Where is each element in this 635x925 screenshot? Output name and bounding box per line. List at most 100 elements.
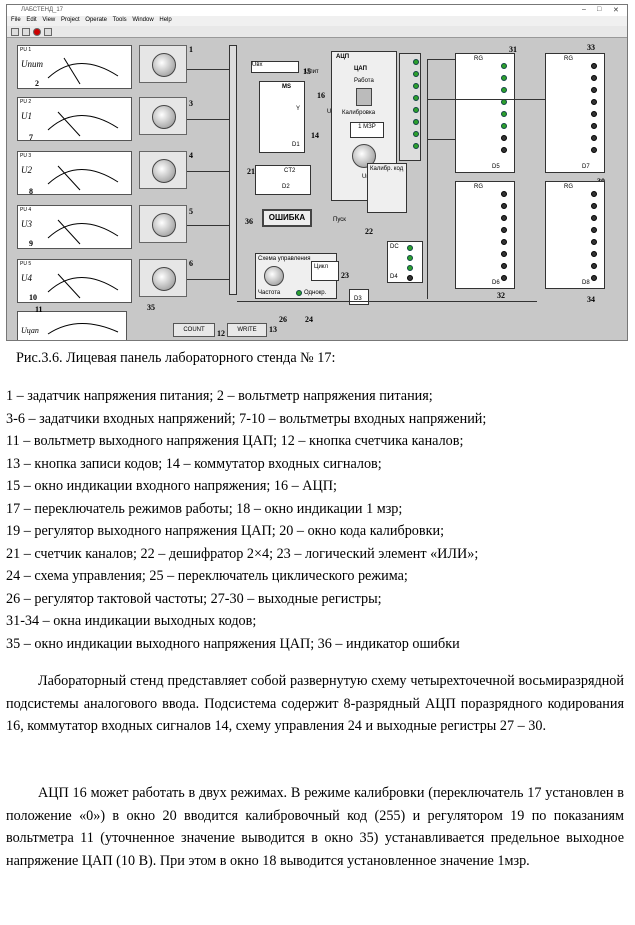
- clock-frequency-knob[interactable]: [264, 266, 284, 286]
- callout: 23: [341, 271, 349, 280]
- led-off-icon: [591, 123, 597, 129]
- input-voltage-knob-1[interactable]: [139, 97, 187, 135]
- rg-label: RG: [474, 56, 483, 62]
- menu-edit[interactable]: Edit: [26, 17, 37, 23]
- callout: 22: [365, 227, 373, 236]
- led-off-icon: [501, 239, 507, 245]
- dac-voltmeter: Uцап: [17, 311, 127, 340]
- callout: 9: [29, 239, 33, 248]
- led-icon: [407, 245, 413, 251]
- legend-line: 31-34 – окна индикации выходных кодов;: [6, 613, 257, 629]
- mode-switch[interactable]: [356, 88, 372, 106]
- write-button[interactable]: WRITE: [227, 323, 267, 337]
- output-register-d8: RG D8: [545, 181, 605, 289]
- callout: 34: [587, 295, 595, 304]
- input-voltage-knob-2[interactable]: [139, 151, 187, 189]
- wire: [427, 59, 428, 299]
- callout: 35: [147, 303, 155, 312]
- window-title: ЛАБСТЕНД_17: [21, 7, 64, 13]
- output-register-d6: RG D6: [455, 181, 515, 289]
- input-voltage-knob-4[interactable]: [139, 259, 187, 297]
- mode-work-label: Работа: [354, 78, 374, 84]
- callout: 4: [189, 151, 193, 160]
- menu-tools[interactable]: Tools: [112, 17, 127, 23]
- pause-icon[interactable]: [44, 28, 52, 36]
- led-icon: [413, 131, 419, 137]
- led-icon: [501, 63, 507, 69]
- callout: 31: [509, 45, 517, 54]
- front-panel: PU 1 Uпит PU 2 U1 PU 3 U2 PU 4 U3 PU 5 U…: [7, 39, 627, 340]
- d5-label: D5: [492, 164, 500, 170]
- knob-dial-icon[interactable]: [152, 105, 176, 129]
- cycle-switch[interactable]: Цикл: [311, 261, 339, 281]
- callout: 33: [587, 43, 595, 52]
- led-off-icon: [591, 75, 597, 81]
- d7-label: D7: [582, 164, 590, 170]
- knob-dial-icon[interactable]: [152, 159, 176, 183]
- knob-dial-icon[interactable]: [152, 213, 176, 237]
- callout: 3: [189, 99, 193, 108]
- meter-label: PU 3: [20, 153, 32, 159]
- input-voltage-knob-3[interactable]: [139, 205, 187, 243]
- legend-line: 3-6 – задатчики входных напряжений; 7-10…: [6, 410, 487, 427]
- led-off-icon: [591, 239, 597, 245]
- led-off-icon: [501, 227, 507, 233]
- count-button[interactable]: COUNT: [173, 323, 215, 337]
- gauge-scale-icon: [47, 273, 119, 299]
- callout: 7: [29, 133, 33, 142]
- wire: [187, 119, 229, 120]
- menu-operate[interactable]: Operate: [85, 17, 107, 23]
- minimize-icon[interactable]: –: [582, 6, 586, 13]
- meter-unit: U3: [21, 219, 32, 229]
- led-off-icon: [501, 275, 507, 281]
- close-icon[interactable]: ✕: [613, 7, 619, 14]
- d3-label: D3: [354, 296, 362, 302]
- knob-dial-icon[interactable]: [152, 53, 176, 77]
- menu-project[interactable]: Project: [60, 17, 80, 23]
- gauge-scale-icon: [47, 57, 119, 85]
- channel-counter: CT2 D2: [255, 165, 311, 195]
- callout: 36: [245, 217, 253, 226]
- led-icon: [413, 143, 419, 149]
- y-label: Y: [296, 106, 301, 112]
- menu-view[interactable]: View: [42, 17, 56, 23]
- supply-voltage-knob[interactable]: [139, 45, 187, 83]
- led-off-icon: [501, 215, 507, 221]
- run-arrow-icon[interactable]: [11, 28, 19, 36]
- meter-label: PU 2: [20, 99, 32, 105]
- input-voltmeter-4: PU 5 U4: [17, 259, 132, 303]
- wire: [427, 59, 455, 60]
- rg-label: RG: [564, 56, 573, 62]
- led-icon: [413, 119, 419, 125]
- legend-line: 21 – счетчик каналов; 22 – дешифратор 2×…: [6, 545, 479, 562]
- adc-label: АЦП: [336, 54, 350, 60]
- input-voltage-window: Uвх: [251, 61, 299, 73]
- led-icon: [413, 71, 419, 77]
- wire: [237, 301, 537, 302]
- maximize-icon[interactable]: □: [597, 6, 602, 13]
- menu-help[interactable]: Help: [159, 17, 172, 23]
- menu-file[interactable]: File: [11, 17, 21, 23]
- led-off-icon: [591, 111, 597, 117]
- meter-label: PU 4: [20, 207, 32, 213]
- led-off-icon: [501, 147, 507, 153]
- led-off-icon: [591, 99, 597, 105]
- knob-dial-icon[interactable]: [152, 267, 176, 291]
- menu-window[interactable]: Window: [132, 17, 154, 23]
- callout: 15: [303, 67, 311, 76]
- led-off-icon: [501, 263, 507, 269]
- legend-line: 17 – переключатель режимов работы; 18 – …: [6, 500, 403, 517]
- window-titlebar: ЛАБСТЕНД_17 – □ ✕: [7, 5, 627, 16]
- meter-label: PU 1: [20, 47, 32, 53]
- callout: 2: [35, 79, 39, 88]
- input-multiplexer: MS Y D1: [259, 81, 305, 153]
- calibration-code-window[interactable]: Калибр. код: [367, 163, 407, 213]
- rg-label: RG: [564, 184, 573, 190]
- legend-line: 24 – схема управления; 25 – переключател…: [6, 568, 408, 584]
- led-off-icon: [501, 135, 507, 141]
- callout: 21: [247, 167, 255, 176]
- abort-icon[interactable]: [33, 28, 41, 36]
- legend-line: 15 – окно индикации входного напряжения;…: [6, 478, 337, 494]
- run-continuous-icon[interactable]: [22, 28, 30, 36]
- led-off-icon: [591, 147, 597, 153]
